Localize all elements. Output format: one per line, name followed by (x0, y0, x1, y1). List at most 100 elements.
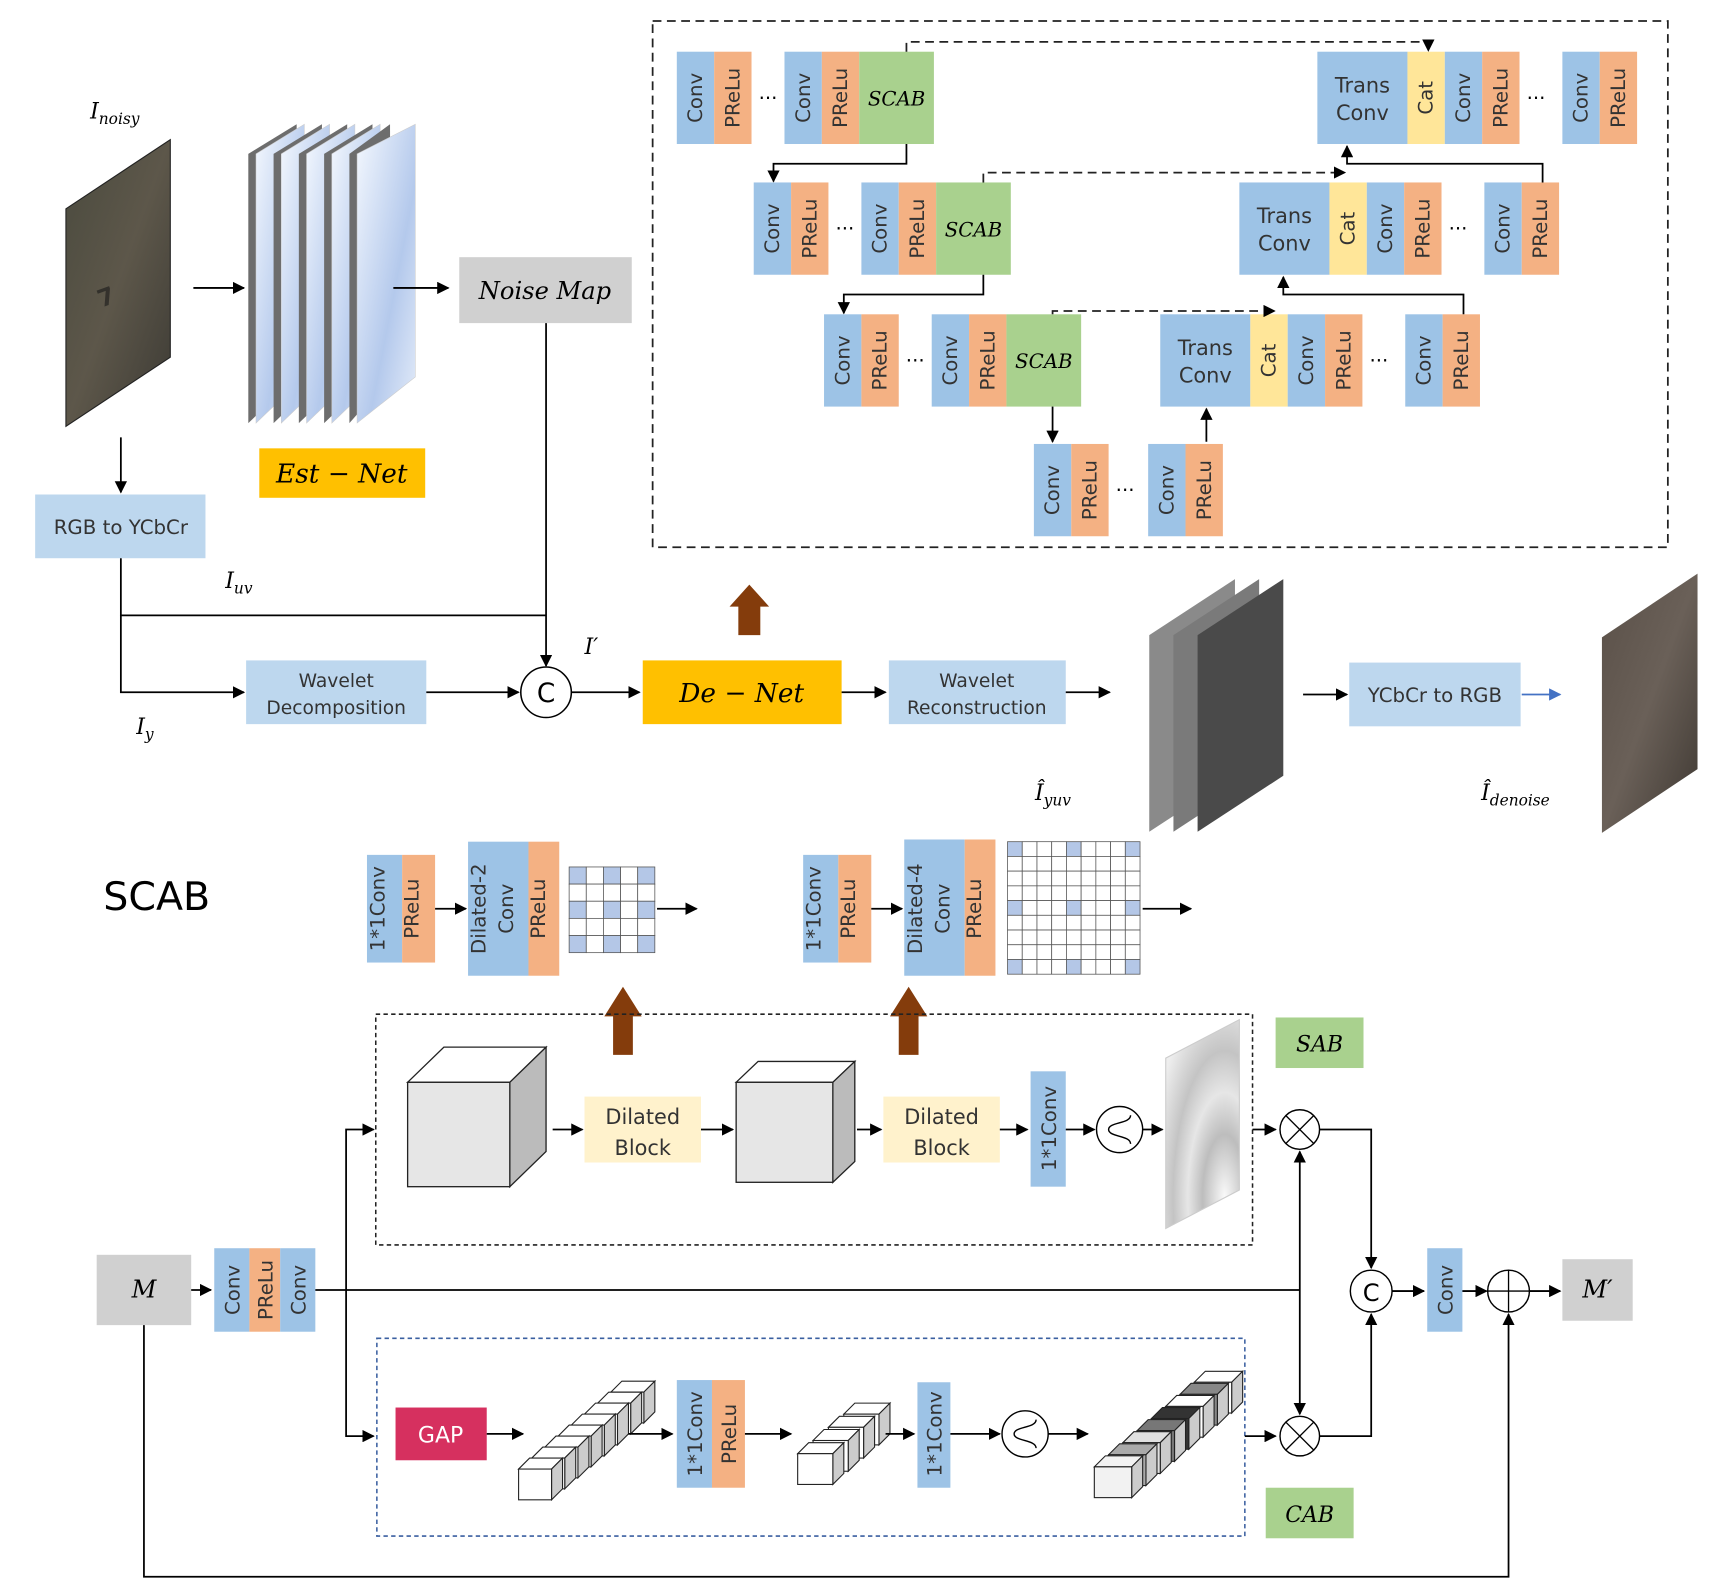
trans-conv-label: Conv (1179, 363, 1232, 387)
prelu-label: PReLu (254, 1260, 277, 1320)
dilation-grid-cell (1021, 885, 1038, 901)
dilation-grid-cell (1110, 841, 1126, 857)
channel-cell (518, 1468, 553, 1501)
conv-label: Conv (1041, 465, 1064, 515)
dilation-grid-cell (1021, 914, 1038, 931)
dilation-grid-cell (1095, 944, 1111, 960)
dilation-grid-cell (1021, 841, 1038, 857)
est-net-block (259, 448, 426, 498)
dilation-grid-cell (637, 883, 656, 902)
prelu-label: PReLu (1332, 330, 1355, 390)
gap-label: GAP (418, 1424, 463, 1449)
i-denoise-hat-label: Îdenoise (1480, 779, 1550, 809)
conv-layer (1484, 182, 1522, 275)
dilation-grid-cell (1007, 856, 1023, 872)
wavelet-decomposition-block (246, 660, 427, 725)
trans-layer (1239, 182, 1330, 275)
dilation-grid-cell (603, 900, 621, 919)
de-net-block (642, 660, 842, 725)
dilation-grid-cell (1066, 900, 1082, 916)
dilation-grid-cell (1066, 944, 1082, 960)
dilation-grid-cell (1007, 944, 1023, 960)
prelu-layer (898, 182, 937, 275)
dilation-grid-cell (1051, 959, 1067, 975)
wavelet-reconstruction-label-1: Wavelet (939, 671, 1014, 692)
multiply-node-cab (1279, 1415, 1321, 1457)
conv-label: Conv (1374, 203, 1397, 253)
prelu-layer (528, 841, 560, 976)
prelu-layer (1521, 182, 1560, 275)
sigmoid-icon (1095, 1105, 1144, 1154)
dilation-grid-cell (1036, 959, 1053, 975)
connection (905, 39, 1435, 52)
ellipsis: ··· (906, 349, 925, 372)
dilated-block-2 (883, 1096, 1000, 1163)
dilation-grid-cell (1051, 900, 1067, 916)
dilation-grid-cell (1124, 929, 1141, 946)
cab-prelu (711, 1380, 745, 1488)
dilation-grid-cell (1080, 914, 1097, 931)
dilated-block-1-label-1: Dilated (605, 1105, 680, 1129)
scab-layer (936, 182, 1011, 275)
dilation-grid-cell (1021, 870, 1038, 887)
connection (1277, 275, 1465, 315)
dilation-grid-cell (603, 883, 621, 902)
denoised-image (1601, 573, 1698, 833)
line-iuv (119, 558, 547, 617)
sab-1x1-conv-label: 1*1Conv (1038, 1086, 1061, 1171)
dilation-grid-cell (1080, 870, 1097, 887)
cab-panel (376, 1337, 1246, 1537)
wavelet-reconstruction-block (888, 660, 1066, 725)
ellipsis: ··· (1449, 217, 1468, 240)
scab-output-conv-label: Conv (1435, 1265, 1458, 1315)
dilation-grid-cell (1066, 914, 1082, 931)
conv-layer (753, 182, 792, 275)
dilation-grid-cell (585, 883, 604, 902)
connection (1051, 304, 1276, 318)
i-uv-label: Iuv (224, 569, 253, 597)
dilation-grid-cell (568, 917, 587, 936)
dilation-grid-cell (1095, 856, 1111, 872)
cab-1x1-conv-2-label: 1*1Conv (924, 1391, 947, 1476)
trans-layer (1317, 51, 1408, 145)
output-m-prime-block (1562, 1259, 1633, 1321)
dilation-grid-cell (620, 935, 639, 954)
dilation-grid-cell (1007, 959, 1023, 975)
prelu-label: PReLu (963, 879, 986, 939)
conv-label: Conv (761, 203, 784, 253)
prelu-layer (1404, 182, 1442, 275)
feature-cube (405, 1045, 548, 1189)
prelu-layer (1482, 51, 1520, 145)
ellipsis: ··· (1527, 86, 1546, 109)
conv-label: Conv (1295, 335, 1318, 385)
spatial-attention-map (1165, 1018, 1240, 1230)
conv-label: Conv (1492, 203, 1515, 253)
scab-title: SCAB (103, 874, 210, 920)
connection (837, 274, 985, 315)
prelu-label: PReLu (869, 330, 892, 390)
cab-1x1-conv-2 (917, 1382, 951, 1488)
dilation-grid-cell (585, 866, 604, 885)
prelu-layer (838, 854, 872, 963)
dilated-2-conv-layer (468, 841, 529, 976)
conv-layer (931, 314, 970, 407)
1x1-conv-layer (366, 854, 403, 963)
dilation-grid-cell (1007, 885, 1023, 901)
arrow-sab-to-concat (1319, 1128, 1378, 1270)
prelu-layer (1599, 51, 1638, 145)
trans-conv-label: Conv (1336, 101, 1389, 125)
dilation-grid-cell (637, 866, 656, 885)
dilation-grid-cell (1021, 900, 1038, 916)
trans-conv-label: Trans (1177, 336, 1233, 360)
rgb-to-ycbcr-block (35, 494, 206, 559)
conv-layer (1444, 51, 1483, 145)
dilation-grid-cell (1095, 929, 1111, 946)
dilation-grid-cell (1051, 885, 1067, 901)
expand-arrow-icon (889, 986, 928, 1055)
dilation-grid-cell (585, 900, 604, 919)
prelu-label: PReLu (527, 879, 550, 939)
dilation-grid-cell (1110, 929, 1126, 946)
dilation-grid-cell (1095, 870, 1111, 887)
dilation-grid-cell (1110, 914, 1126, 931)
